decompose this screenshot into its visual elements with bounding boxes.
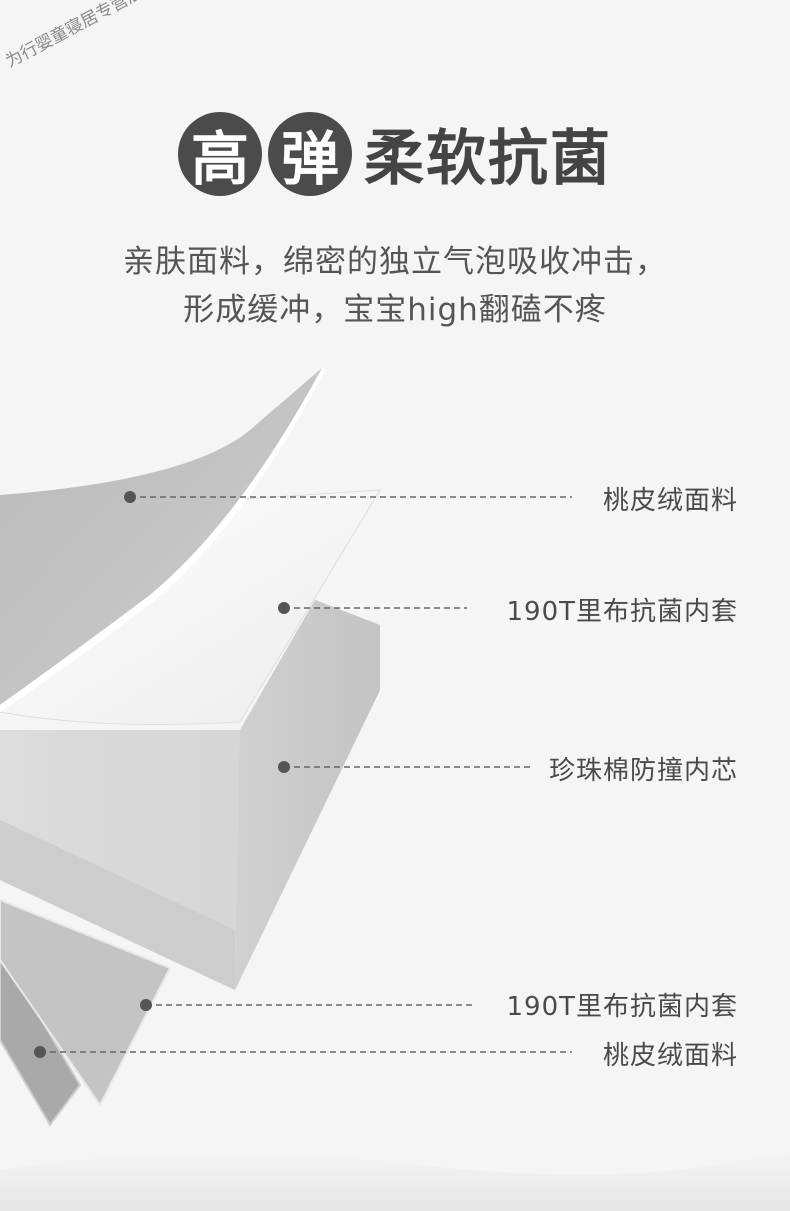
layer-label-foam-core: 珍珠棉防撞内芯 [548, 756, 738, 786]
layer-dot-1 [124, 491, 136, 503]
bottom-wave [0, 1150, 790, 1211]
layer-dot-5 [34, 1046, 46, 1058]
subtitle-line-2: 形成缓冲，宝宝high翻磕不疼 [183, 292, 607, 328]
bottom-fabric-layer [0, 948, 82, 1127]
layer-dot-3 [278, 761, 290, 773]
title-circle-2: 弹 [268, 111, 352, 196]
title-text: 柔软抗菌 [364, 124, 612, 194]
layer-label-outer-fabric-top: 桃皮绒面料 [602, 486, 738, 516]
layer-label-lining-top: 190T里布抗菌内套 [506, 597, 738, 627]
page-title: 高 弹 柔软抗菌 [0, 110, 790, 197]
layer-label-lining-bottom: 190T里布抗菌内套 [506, 992, 738, 1022]
layer-dot-4 [140, 999, 152, 1011]
foam-core-edge [0, 820, 235, 990]
bottom-lining-layer [0, 898, 172, 1107]
subtitle-line-1: 亲肤面料，绵密的独立气泡吸收冲击， [123, 244, 667, 280]
title-circle-1: 高 [178, 111, 262, 196]
top-fabric-layer [0, 368, 322, 705]
foam-core-side [235, 600, 380, 990]
layer-dot-2 [278, 602, 290, 614]
layer-label-outer-fabric-bottom: 桃皮绒面料 [602, 1041, 738, 1071]
